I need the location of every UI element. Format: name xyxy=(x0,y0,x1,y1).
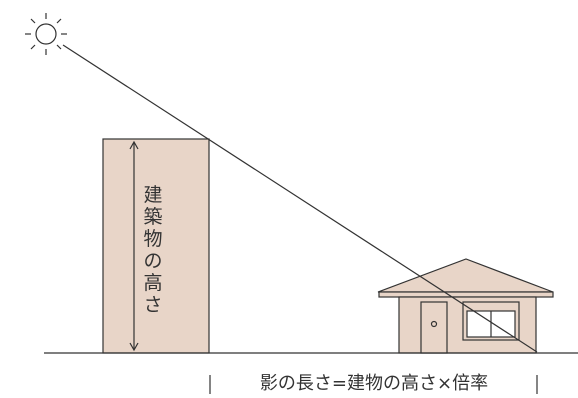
sun-icon xyxy=(25,13,67,55)
house-door xyxy=(420,301,448,354)
building xyxy=(102,138,210,354)
building-height-label: 建 築 物 の 高 さ xyxy=(143,184,162,316)
label-char: 物 xyxy=(143,228,162,250)
shadow-length-formula: 影の長さ=建物の高さ×倍率 xyxy=(260,373,488,394)
label-char: さ xyxy=(143,294,162,316)
sun-ray xyxy=(62,44,538,353)
label-char: の xyxy=(143,250,162,272)
label-char: 築 xyxy=(143,206,162,228)
shadow-length-bracket xyxy=(209,375,538,394)
house-eave xyxy=(378,291,554,298)
label-char: 高 xyxy=(143,272,162,294)
house xyxy=(377,258,554,354)
label-char: 建 xyxy=(143,184,162,206)
height-arrow xyxy=(129,140,139,352)
house-roof xyxy=(377,258,554,293)
door-knob xyxy=(430,320,438,328)
